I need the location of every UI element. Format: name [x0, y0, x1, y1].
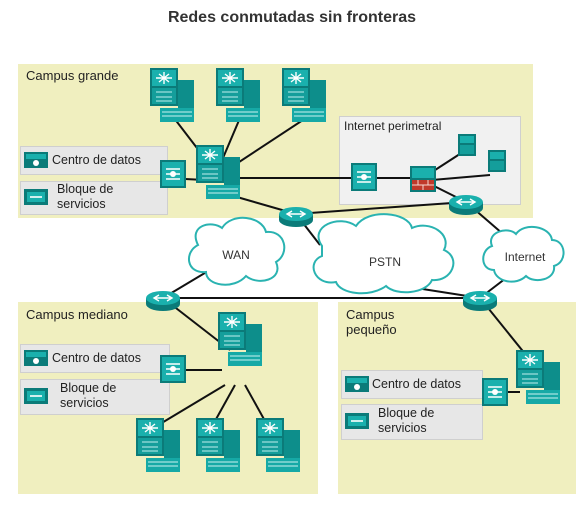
campus-grande-label: Campus grande — [26, 68, 119, 83]
sm-services-label-2: servicios — [378, 421, 427, 435]
md-access-switch-1 — [135, 417, 181, 473]
gr-core-switch — [195, 144, 241, 200]
sm-wan-router — [462, 290, 498, 312]
pstn-label: PSTN — [368, 255, 401, 269]
md-datacenter-icon — [24, 350, 48, 366]
gr-datacenter-label: Centro de datos — [52, 153, 141, 167]
campus-pequeno-label-2: pequeño — [346, 322, 397, 337]
md-core-switch — [217, 311, 263, 367]
edge-switch — [350, 162, 378, 192]
sm-services-label-1: Bloque de — [378, 406, 435, 420]
internet-label: Internet — [504, 250, 546, 264]
sm-datacenter-label: Centro de datos — [372, 377, 461, 391]
md-datacenter-switch — [159, 354, 187, 384]
md-wan-router — [145, 290, 181, 312]
md-services-label-2: servicios — [60, 396, 109, 410]
gr-datacenter-switch — [159, 159, 187, 189]
md-access-switch-2 — [195, 417, 241, 473]
wan-cloud — [188, 216, 286, 286]
gr-datacenter-icon — [24, 152, 48, 168]
internet-edge-label: Internet perimetral — [344, 119, 442, 133]
gr-services-label-2: servicios — [57, 197, 106, 211]
sm-services-icon — [344, 412, 370, 430]
gr-access-switch-1 — [149, 67, 195, 123]
gr-wan-router — [278, 206, 314, 228]
diagram-title: Redes conmutadas sin fronteras — [167, 9, 417, 26]
gr-services-label-1: Bloque de — [57, 182, 114, 196]
internet-router — [448, 194, 484, 216]
md-services-icon — [23, 387, 49, 405]
firewall-icon — [410, 166, 436, 192]
sm-datacenter-icon — [345, 376, 369, 392]
edge-server-1 — [458, 134, 476, 156]
md-access-switch-3 — [255, 417, 301, 473]
md-datacenter-label: Centro de datos — [52, 351, 141, 365]
pstn-cloud — [312, 213, 455, 295]
campus-mediano-label: Campus mediano — [26, 307, 128, 322]
wan-label: WAN — [222, 248, 250, 262]
gr-services-icon — [23, 188, 49, 206]
edge-server-2 — [488, 150, 506, 172]
gr-services-box — [20, 181, 168, 215]
sm-datacenter-switch — [481, 377, 509, 407]
md-services-label-1: Bloque de — [60, 381, 117, 395]
sm-core-switch — [515, 349, 561, 405]
gr-access-switch-3 — [281, 67, 327, 123]
internet-cloud — [482, 225, 565, 283]
gr-access-switch-2 — [215, 67, 261, 123]
campus-pequeno-label-1: Campus — [346, 307, 395, 322]
